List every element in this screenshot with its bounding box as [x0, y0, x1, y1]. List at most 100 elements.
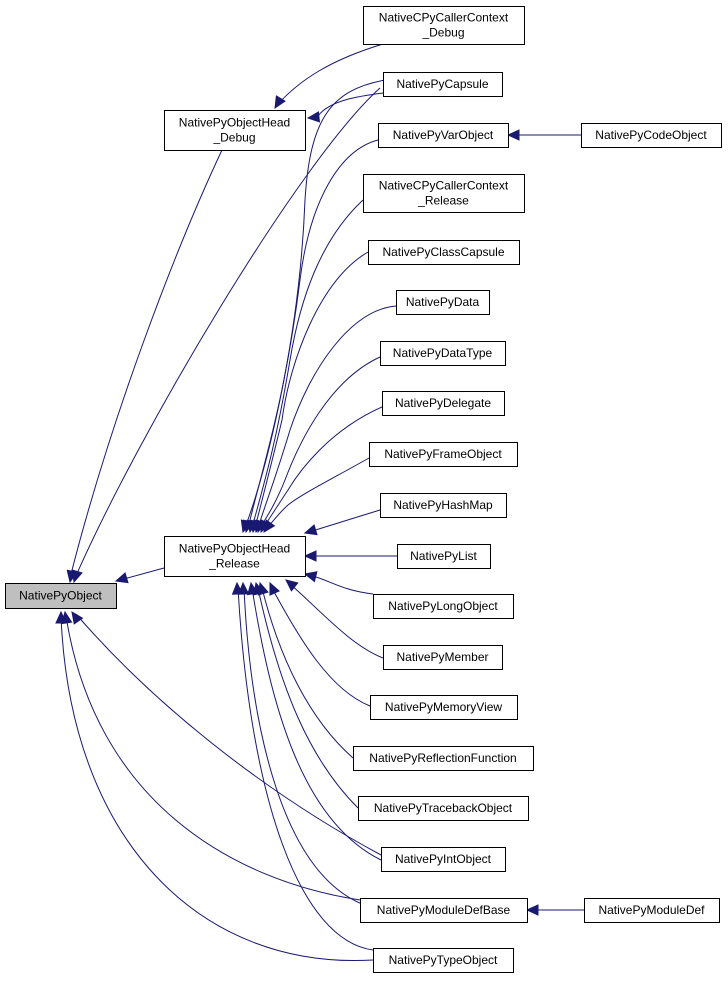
- class-node-ccaller-release[interactable]: NativeCPyCallerContext_Release: [363, 174, 525, 213]
- class-node-ccaller-debug[interactable]: NativeCPyCallerContext_Debug: [363, 6, 525, 45]
- edge-line: [259, 356, 381, 529]
- edge-intobject-to-root: [71, 611, 382, 856]
- class-name-line: NativePyClassCapsule: [382, 245, 504, 259]
- class-node-varobject[interactable]: NativePyVarObject: [378, 123, 509, 148]
- edge-moduledefbase-to-head_release: [237, 581, 363, 905]
- class-name-line: NativePyTypeObject: [389, 953, 498, 967]
- edge-head_debug-to-root: [66, 149, 223, 584]
- edge-reflectionfunction-to-head_release: [257, 581, 354, 759]
- edge-head_release-to-root: [114, 567, 165, 584]
- class-box: [363, 174, 525, 213]
- class-node-head-debug[interactable]: NativePyObjectHead_Debug: [164, 110, 306, 151]
- class-node-hashmap[interactable]: NativePyHashMap: [380, 493, 507, 518]
- edge-moduledefbase-to-root: [60, 610, 361, 901]
- edge-line: [257, 587, 359, 809]
- class-node-intobject[interactable]: NativePyIntObject: [381, 847, 506, 872]
- class-name-line: NativeCPyCallerContext: [379, 11, 509, 25]
- edge-typeobject-to-head_release: [231, 581, 374, 951]
- edge-line: [237, 587, 374, 951]
- class-name-line: NativePyReflectionFunction: [369, 751, 516, 765]
- edge-frameobject-to-head_release: [263, 457, 370, 533]
- class-box: [164, 536, 306, 577]
- inheritance-arrowhead: [269, 581, 280, 596]
- class-node-codeobject[interactable]: NativePyCodeObject: [581, 123, 722, 148]
- class-name-line: _Release: [417, 194, 469, 208]
- class-box: [581, 123, 722, 148]
- edge-line: [308, 509, 381, 533]
- class-name-line: NativePyTracebackObject: [374, 801, 513, 815]
- edge-line: [75, 613, 382, 856]
- nodes-layer: NativePyObjectNativePyObjectHead_DebugNa…: [5, 6, 722, 973]
- class-name-line: NativePyModuleDefBase: [377, 903, 511, 917]
- class-node-typeobject[interactable]: NativePyTypeObject: [373, 948, 514, 973]
- edge-line: [257, 305, 397, 529]
- class-node-head-release[interactable]: NativePyObjectHead_Release: [164, 536, 306, 577]
- inheritance-arrowhead: [71, 569, 83, 584]
- edge-member-to-head_release: [285, 579, 384, 659]
- class-node-longobject[interactable]: NativePyLongObject: [373, 594, 514, 619]
- class-name-line: NativePyList: [410, 549, 477, 563]
- edge-tracebackobject-to-head_release: [253, 581, 359, 809]
- edge-line: [266, 457, 370, 529]
- class-name-line: NativePyDelegate: [395, 396, 491, 410]
- class-box: [164, 110, 306, 151]
- edge-intobject-to-head_release: [246, 581, 382, 861]
- inheritance-arrowhead: [231, 581, 244, 595]
- class-node-frameobject[interactable]: NativePyFrameObject: [369, 442, 518, 467]
- class-box: [353, 746, 534, 771]
- class-name-line: NativePyCodeObject: [595, 128, 707, 142]
- inheritance-arrowhead: [274, 95, 286, 110]
- class-box: [584, 898, 720, 923]
- class-box: [363, 6, 525, 45]
- class-name-line: NativePyObjectHead: [179, 542, 290, 556]
- inheritance-arrowhead: [246, 581, 259, 596]
- class-node-data[interactable]: NativePyData: [396, 290, 490, 315]
- edge-line: [262, 406, 383, 529]
- class-node-list[interactable]: NativePyList: [397, 544, 491, 569]
- edge-line: [277, 43, 384, 105]
- class-node-reflectionfunction[interactable]: NativePyReflectionFunction: [353, 746, 534, 771]
- inheritance-arrowhead: [55, 610, 67, 624]
- edge-hashmap-to-head_release: [303, 509, 381, 536]
- class-node-datatype[interactable]: NativePyDataType: [380, 341, 506, 366]
- edge-datatype-to-head_release: [255, 356, 381, 534]
- edge-typeobject-to-root: [55, 610, 374, 962]
- class-node-moduledef[interactable]: NativePyModuleDef: [584, 898, 720, 923]
- class-node-member[interactable]: NativePyMember: [383, 645, 503, 670]
- class-node-moduledefbase[interactable]: NativePyModuleDefBase: [360, 898, 528, 923]
- class-node-tracebackobject[interactable]: NativePyTracebackObject: [358, 796, 529, 821]
- inheritance-arrowhead: [525, 904, 539, 916]
- inheritance-arrowhead: [114, 572, 129, 584]
- edges-layer: [55, 43, 584, 962]
- edge-capsule-to-head_debug: [306, 92, 384, 123]
- class-node-capsule[interactable]: NativePyCapsule: [383, 72, 503, 97]
- class-name-line: _Release: [208, 557, 260, 571]
- edge-capsule-to-root: [71, 87, 381, 584]
- class-name-line: NativePyMemoryView: [385, 700, 502, 714]
- edge-line: [251, 199, 364, 529]
- class-name-line: NativePyObject: [19, 589, 102, 603]
- class-node-root[interactable]: NativePyObject: [5, 583, 117, 609]
- class-node-delegate[interactable]: NativePyDelegate: [382, 391, 505, 416]
- class-node-memoryview[interactable]: NativePyMemoryView: [370, 695, 518, 720]
- inheritance-arrowhead: [303, 571, 318, 583]
- class-box: [5, 583, 117, 609]
- edge-line: [254, 251, 369, 529]
- edge-moduledef-to-moduledefbase: [525, 904, 584, 916]
- class-name-line: NativePyObjectHead: [179, 116, 290, 130]
- class-box: [382, 391, 505, 416]
- class-name-line: _Debug: [212, 131, 255, 145]
- edge-line: [271, 587, 371, 707]
- class-box: [380, 341, 506, 366]
- inheritance-arrowhead: [285, 579, 299, 592]
- inheritance-arrowhead: [263, 519, 276, 533]
- edge-list-to-head_release: [303, 550, 397, 562]
- edge-line: [311, 92, 384, 118]
- inheritance-arrowhead: [303, 550, 317, 562]
- edge-line: [119, 567, 165, 581]
- edge-codeobject-to-varobject: [506, 129, 581, 141]
- class-node-classcapsule[interactable]: NativePyClassCapsule: [368, 240, 520, 265]
- class-name-line: NativePyData: [406, 295, 480, 309]
- inheritance-arrowhead: [303, 524, 318, 536]
